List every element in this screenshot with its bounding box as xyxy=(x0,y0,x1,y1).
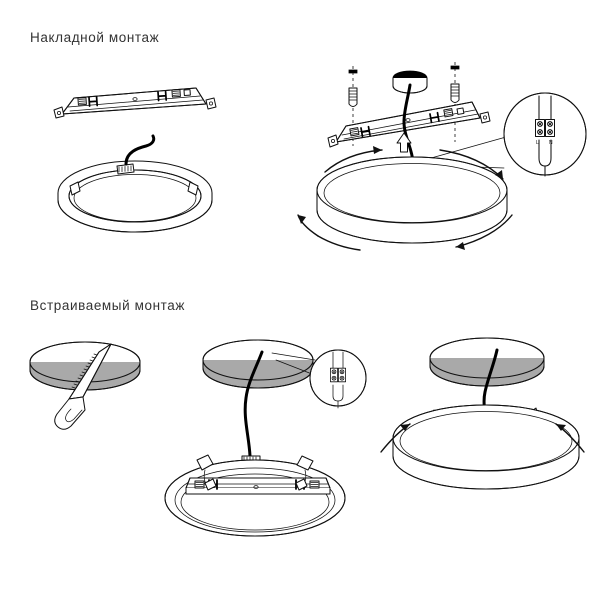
spring-clip-right xyxy=(295,455,314,491)
push-up-arrow xyxy=(396,132,412,153)
recessed-terminal-detail xyxy=(309,349,367,409)
surface-cable-connector xyxy=(116,163,135,175)
anchor-left xyxy=(348,87,358,107)
terminal-label-n: N xyxy=(549,140,553,146)
anchor-right xyxy=(450,83,460,103)
surface-step-1-luminaire-ring xyxy=(57,134,213,233)
recessed-cable-connector xyxy=(241,455,261,467)
hand-saw xyxy=(54,343,112,430)
recessed-step-1 xyxy=(29,341,141,430)
spring-clip-left-2 xyxy=(427,409,438,433)
surface-terminal-detail: L N xyxy=(503,92,587,177)
surface-step-1-mounting-bar xyxy=(53,87,217,119)
rotation-arrows xyxy=(297,146,513,251)
recessed-luminaire-ring xyxy=(164,454,346,537)
spring-clip-right-2 xyxy=(529,407,540,431)
terminal-label-l: L xyxy=(536,140,539,146)
surface-luminaire-body xyxy=(316,156,508,244)
insert-arrows xyxy=(380,423,585,453)
section-title-recessed: Встраиваемый монтаж xyxy=(30,298,186,313)
recessed-power-cable xyxy=(243,350,264,458)
surface-hanging-cable xyxy=(402,83,415,164)
spring-clip-left xyxy=(196,454,217,491)
ceiling-cable-outlet xyxy=(392,70,428,94)
surface-step-2-mounting-bar xyxy=(327,101,491,148)
detail-leader-lines xyxy=(416,136,507,191)
surface-step-2-fasteners xyxy=(348,62,460,146)
surface-power-cable xyxy=(124,134,156,166)
surface-cable-connector-2 xyxy=(408,157,418,169)
recessed-power-cable-2 xyxy=(482,348,499,432)
section-title-surface: Накладной монтаж xyxy=(30,30,160,45)
recessed-step-2 xyxy=(164,339,367,537)
recessed-step-3 xyxy=(380,337,585,490)
